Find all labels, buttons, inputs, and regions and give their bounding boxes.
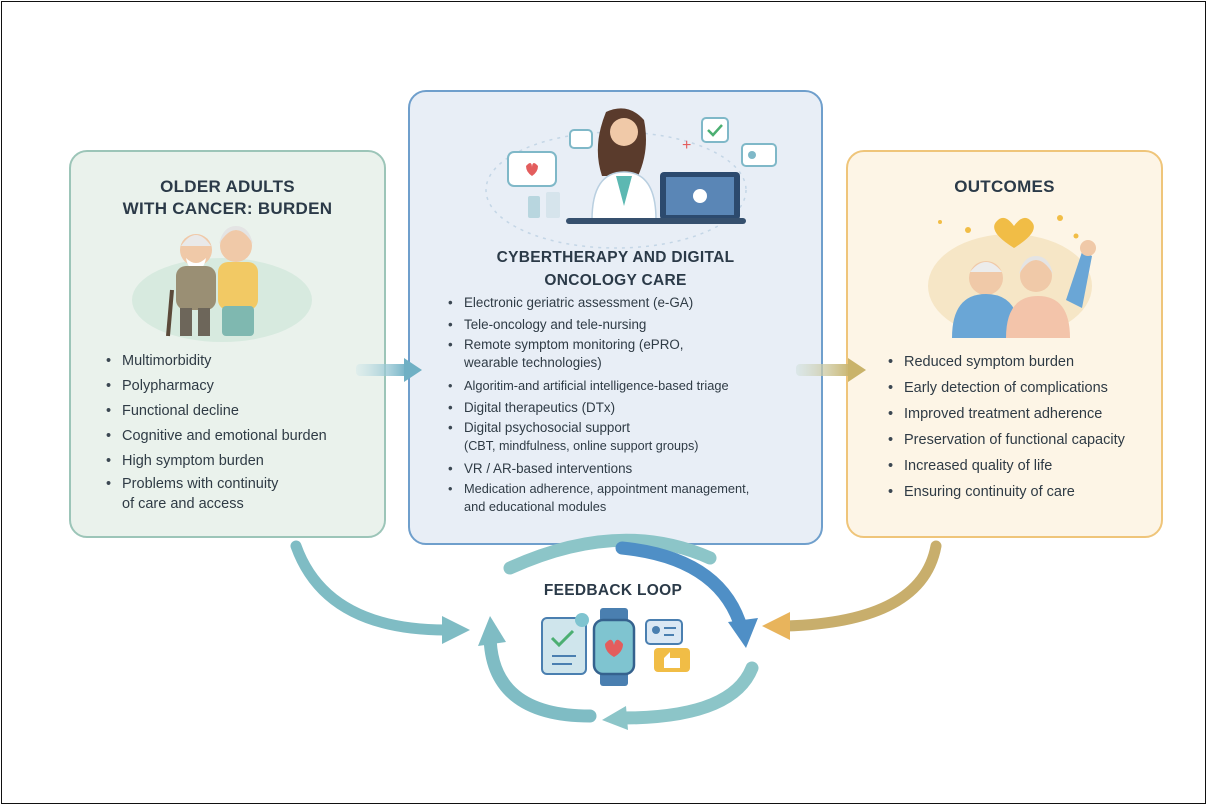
outcome-item: Increased quality of life [888, 453, 1125, 479]
outcomes-title: OUTCOMES [954, 177, 1055, 196]
outcome-item: Ensuring continuity of care [888, 479, 1125, 505]
digital-care-item: VR / AR-based interventions [448, 458, 808, 480]
happy-couple-illustration [928, 215, 1096, 338]
burden-item: Cognitive and emotional burden [106, 424, 327, 449]
outcome-item: Improved treatment adherence [888, 401, 1125, 427]
burden-item: Polypharmacy [106, 374, 327, 399]
burden-item: Problems with continuity of care and acce… [106, 474, 327, 514]
burden-item: Multimorbidity [106, 349, 327, 374]
digital-care-title-line1: CYBERTHERAPY AND DIGITAL [496, 249, 735, 266]
digital-care-item-line: Remote symptom monitoring (ePRO, [464, 337, 684, 352]
digital-care-item: Electronic geriatric assessment (e-GA) [448, 292, 808, 314]
burden-item: High symptom burden [106, 449, 327, 474]
digital-care-item: Digital psychosocial support (CBT, mindfu… [448, 419, 808, 455]
svg-text:+: + [682, 137, 691, 154]
burden-title-line2: WITH CANCER: BURDEN [122, 199, 333, 218]
digital-care-item-line: Medication adherence, appointment manage… [464, 481, 750, 496]
left-to-loop-arrow [290, 540, 470, 644]
burden-item-line: Problems with continuity [122, 476, 279, 492]
burden-item-line: of care and access [122, 496, 244, 512]
digital-care-item-line: (CBT, mindfulness, online support groups… [464, 439, 699, 453]
outcomes-list: Reduced symptom burden Early detection o… [888, 349, 1125, 505]
burden-title: OLDER ADULTS WITH CANCER: BURDEN [69, 176, 386, 220]
digital-care-item: Algoritim-and artificial intelligence-ba… [448, 375, 808, 397]
digital-care-item-line: Digital psychosocial support [464, 420, 630, 435]
left-to-center-arrow [356, 358, 422, 382]
digital-care-item-line: and educational modules [464, 499, 607, 514]
doctor-telehealth-illustration: + [485, 108, 777, 249]
digital-care-title-line2: ONCOLOGY CARE [544, 272, 687, 289]
right-to-loop-arrow [762, 540, 942, 640]
burden-list: Multimorbidity Polypharmacy Functional d… [106, 349, 327, 514]
elderly-couple-illustration [132, 226, 312, 342]
outcome-item: Early detection of complications [888, 375, 1125, 401]
outcome-item: Reduced symptom burden [888, 349, 1125, 375]
burden-title-line1: OLDER ADULTS [160, 177, 295, 196]
feedback-devices-illustration [541, 608, 690, 686]
burden-item: Functional decline [106, 399, 327, 424]
digital-care-item-line: wearable technologies) [464, 355, 602, 370]
center-to-right-arrow [796, 358, 866, 382]
digital-care-item: Remote symptom monitoring (ePRO, wearable… [448, 336, 808, 372]
digital-care-item: Tele-oncology and tele-nursing [448, 314, 808, 336]
feedback-loop-ring [478, 533, 759, 730]
digital-care-list: Electronic geriatric assessment (e-GA) T… [448, 292, 808, 519]
digital-care-item: Medication adherence, appointment manage… [448, 480, 808, 516]
digital-care-item: Digital therapeutics (DTx) [448, 397, 808, 419]
feedback-loop-title: FEEDBACK LOOP [543, 582, 683, 599]
outcome-item: Preservation of functional capacity [888, 427, 1125, 453]
digital-care-title: CYBERTHERAPY AND DIGITAL ONCOLOGY CARE [408, 246, 823, 292]
